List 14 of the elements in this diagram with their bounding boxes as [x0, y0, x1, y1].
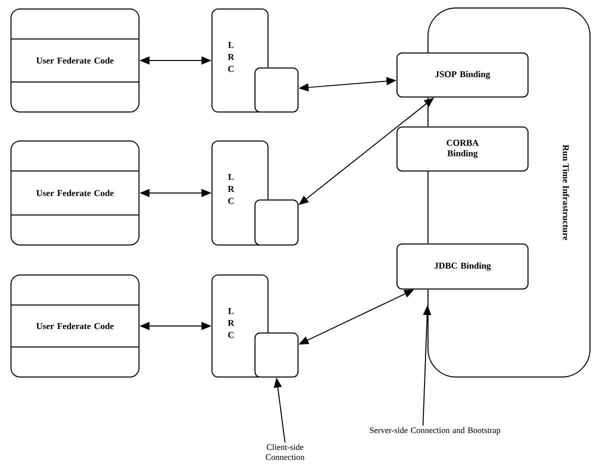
federate-box: User Federate Code: [10, 274, 140, 378]
annotation-text: Client-side Connection: [266, 444, 304, 460]
binding-box: JDBC Binding: [396, 244, 528, 290]
federate-box: User Federate Code: [10, 140, 140, 246]
lrc-box: L R C: [212, 8, 268, 112]
connector-box: [254, 68, 298, 112]
binding-box: CORBA Binding: [396, 126, 528, 172]
lrc-box: L R C: [212, 274, 268, 378]
federate-box: User Federate Code: [10, 8, 140, 112]
connector-box: [254, 200, 298, 246]
lrc-box: L R C: [212, 140, 268, 246]
annotation-text: Server-side Connection and Bootstrap: [370, 427, 500, 435]
binding-box: JSOP Binding: [396, 52, 528, 98]
connector-box: [254, 332, 298, 378]
